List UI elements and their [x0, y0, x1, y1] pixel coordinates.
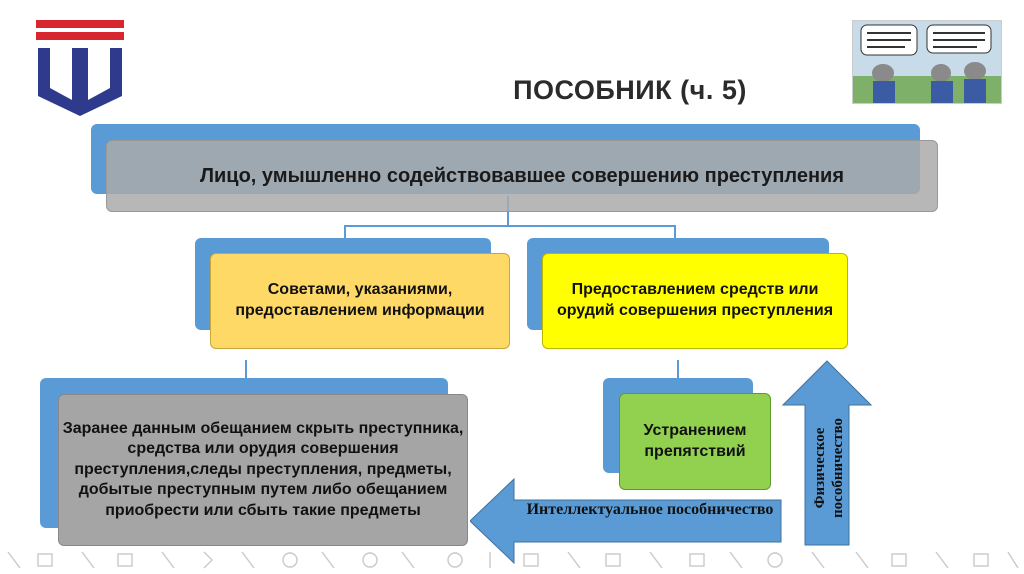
- intellectual-arrow-icon: [470, 478, 782, 564]
- promise-box: Заранее данным обещанием скрыть преступн…: [58, 394, 468, 546]
- advice-box: Советами, указаниями, предоставлением ин…: [210, 253, 510, 349]
- physical-arrow-icon: [782, 360, 872, 546]
- connector-line: [674, 225, 676, 240]
- university-logo-icon: [36, 20, 124, 116]
- page-title: ПОСОБНИК (ч. 5): [513, 75, 747, 105]
- connector-line: [677, 360, 679, 380]
- connector-line: [245, 360, 247, 380]
- footer-decoration-icon: [7, 551, 1019, 569]
- root-box: Лицо, умышленно содействовавшее совершен…: [106, 140, 938, 212]
- physical-label: Физическое пособничество: [812, 418, 846, 518]
- connector-line: [344, 225, 676, 227]
- obstacles-box: Устранением препятствий: [619, 393, 771, 490]
- cartoon-image: [852, 20, 1002, 104]
- means-box: Предоставлением средств или орудий совер…: [542, 253, 848, 349]
- physical-label-container: Физическое пособничество: [794, 393, 864, 543]
- connector-line: [344, 225, 346, 240]
- intellectual-label: Интеллектуальное пособничество: [526, 501, 774, 518]
